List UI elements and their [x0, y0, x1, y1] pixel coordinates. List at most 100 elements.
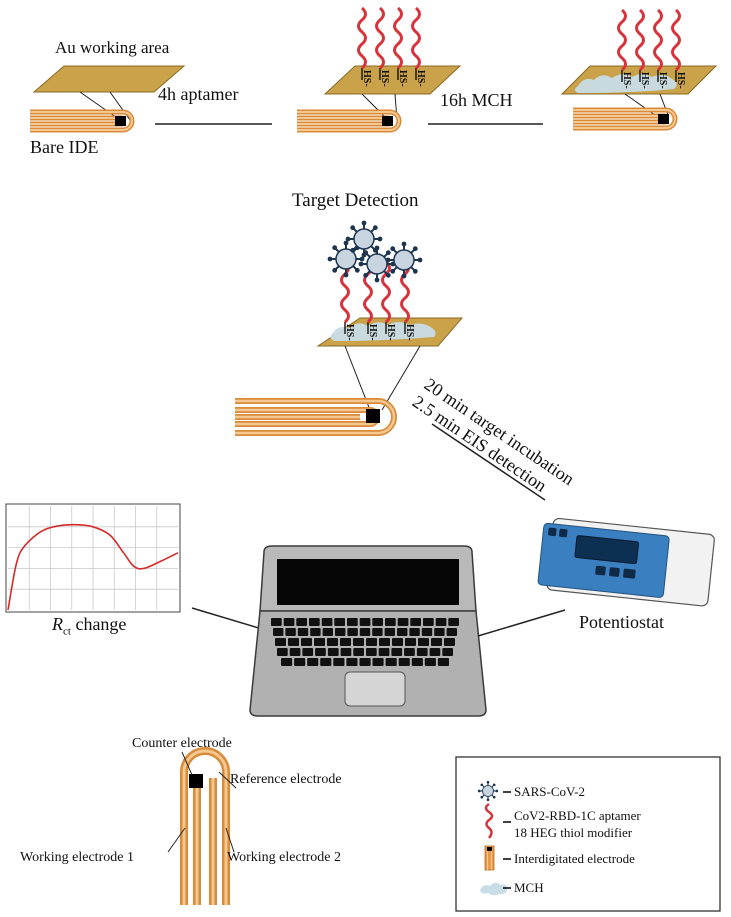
keyboard-key [309, 618, 320, 626]
power-button-icon [548, 527, 557, 537]
keyboard-key [423, 618, 434, 626]
keyboard-key [347, 628, 358, 636]
chart-grid [8, 506, 178, 610]
keyboard-key [340, 638, 351, 646]
keyboard-key [397, 628, 408, 636]
keyboard-key [275, 638, 286, 646]
electrode-icon [484, 845, 495, 871]
keyboard-key [327, 638, 338, 646]
keyboard-key [385, 658, 397, 666]
keyboard-key [378, 648, 390, 656]
keyboard-key [404, 648, 415, 656]
laptop-trackpad [344, 671, 406, 707]
legend-label-virus: SARS-CoV-2 [514, 784, 586, 799]
keyboard-key [410, 618, 421, 626]
keyboard-key [359, 618, 371, 626]
keyboard-key [372, 658, 384, 666]
keyboard-key [366, 648, 377, 656]
keyboard-key [366, 638, 377, 646]
stage-mch [560, 8, 718, 128]
keyboard-key [411, 658, 423, 666]
keyboard-key [289, 648, 301, 656]
keyboard-key [283, 618, 295, 626]
keyboard-key [310, 628, 321, 636]
keyboard-key [429, 648, 441, 656]
keyboard-key [347, 618, 358, 626]
keyboard-key [385, 618, 396, 626]
connector-laptop-potentiostat [477, 609, 566, 637]
keyboard-key [418, 638, 429, 646]
keyboard-key [314, 638, 325, 646]
legend-label-aptamer: CoV2-RBD-1C aptamer [514, 808, 641, 823]
keyboard-key [421, 628, 433, 636]
keyboard-key [359, 658, 371, 666]
keyboard-key [434, 628, 445, 636]
ide-electrode-2 [297, 112, 399, 130]
rct-suffix: change [70, 614, 127, 634]
keyboard-key [346, 658, 358, 666]
potentiostat [537, 517, 715, 607]
keyboard-key [444, 638, 455, 646]
legend-label-electrode: Interdigitated electrode [514, 851, 635, 866]
rct-chart [5, 503, 181, 613]
stage-aptamer [297, 6, 462, 130]
keyboard-key [296, 618, 307, 626]
keyboard-key [409, 628, 420, 636]
keyboard-key [307, 658, 319, 666]
keyboard-key [302, 648, 314, 656]
keyboard-key [327, 648, 339, 656]
rct-change-label: Rct change [52, 614, 126, 638]
keyboard-key [335, 628, 346, 636]
rct-subscript: ct [63, 625, 71, 638]
laptop-screen [277, 559, 459, 605]
keyboard-key [372, 618, 383, 626]
keyboard-key [446, 628, 457, 636]
virus-icon [477, 780, 499, 802]
keyboard-key [294, 658, 306, 666]
stage-bare-ide [30, 65, 186, 130]
potentiostat-label: Potentiostat [579, 612, 664, 632]
keyboard-key [405, 638, 416, 646]
keyboard-key [273, 628, 284, 636]
keyboard-key [353, 638, 364, 646]
keyboard-key [424, 658, 436, 666]
keyboard-key [288, 638, 299, 646]
legend-box [455, 756, 721, 912]
au-plate-bare [32, 65, 186, 93]
electrode-pin-diagram [167, 747, 237, 905]
step-mch-label: 16h MCH [440, 90, 513, 110]
keyboard-key [271, 618, 282, 626]
keyboard-key [285, 628, 296, 636]
keyboard-key [372, 628, 383, 636]
keyboard-key [340, 648, 352, 656]
bare-ide-electrode [30, 112, 132, 130]
keyboard-key [321, 618, 333, 626]
potentiostat-display [574, 535, 640, 565]
keyboard-key [392, 638, 403, 646]
ide-electrode-target [235, 398, 397, 436]
keyboard-key [431, 638, 442, 646]
arrow-line-3 [431, 423, 546, 501]
potentiostat-buttons [595, 565, 636, 579]
reference-electrode-label: Reference electrode [230, 772, 342, 787]
keyboard-key [437, 658, 449, 666]
working-electrode-2-label: Working electrode 2 [227, 850, 341, 865]
target-detection-stage [235, 219, 546, 501]
keyboard-key [391, 648, 403, 656]
keyboard-key [301, 638, 312, 646]
mch-icon [480, 882, 508, 896]
target-detection-title: Target Detection [292, 190, 419, 211]
keyboard-key [277, 648, 288, 656]
keyboard-key [281, 658, 293, 666]
keyboard-key [322, 628, 333, 636]
rct-curve [7, 523, 179, 611]
keyboard-key [379, 638, 390, 646]
keyboard-key [416, 648, 428, 656]
aptamer-icon [484, 802, 494, 839]
keyboard-key [442, 648, 453, 656]
keyboard-key [435, 618, 447, 626]
keyboard-key [315, 648, 326, 656]
virus-particles [326, 219, 424, 284]
keyboard-key [359, 628, 371, 636]
